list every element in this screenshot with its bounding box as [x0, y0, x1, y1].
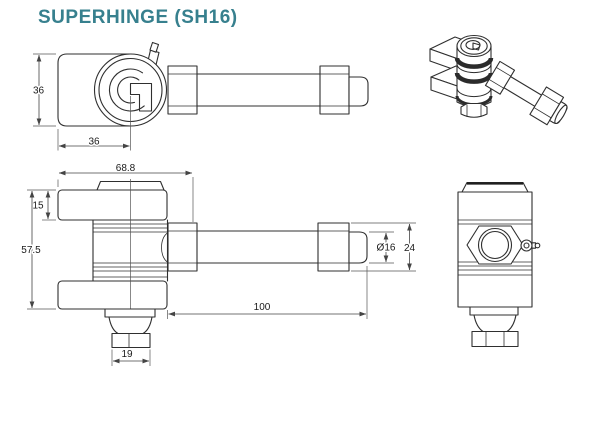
- dimension-label: 15: [32, 201, 44, 212]
- pivot-nut: [471, 330, 519, 348]
- top-view: 36 36: [31, 41, 369, 151]
- dim-leaf-thickness: 15: [27, 189, 56, 221]
- rod-shoulder: [484, 60, 516, 95]
- side-view: 68.8: [20, 162, 417, 366]
- dim-rod-length: 100: [167, 266, 368, 319]
- dimension-label: 100: [254, 302, 271, 313]
- isometric-view: [429, 34, 568, 126]
- dim-nut-height: 24: [351, 222, 417, 272]
- bottom-pivot-assembly: [104, 308, 156, 349]
- dim-overall-height: 57.5: [20, 190, 56, 310]
- rod-end-circle: [477, 227, 513, 263]
- dimension-label: Ø16: [377, 243, 396, 254]
- dimension-label: 68.8: [116, 163, 136, 174]
- dimension-label: 57.5: [21, 245, 41, 256]
- pivot-nut: [111, 332, 151, 349]
- pivot-dome: [108, 316, 153, 335]
- grease-nipple-icon: [520, 239, 541, 252]
- dim-pivot-offset: 36: [57, 96, 131, 151]
- g-logo: [108, 68, 153, 112]
- pivot-flange: [104, 308, 156, 318]
- hex-nut: [167, 222, 198, 272]
- bottom-leaf: [57, 280, 168, 310]
- rod-assembly: [484, 60, 568, 126]
- top-leaf: [57, 189, 168, 221]
- dimension-label: 36: [33, 86, 45, 97]
- dim-leaf-width: 36: [31, 53, 56, 127]
- rod-end-cap: [348, 76, 369, 107]
- hex-nut: [319, 65, 350, 115]
- page-title: SUPERHINGE (SH16): [38, 7, 238, 28]
- dim-body-length: 68.8: [57, 162, 194, 222]
- hex-nut: [167, 65, 198, 115]
- g-logo: [465, 40, 481, 51]
- hex-nut: [317, 222, 350, 272]
- dim-rod-diameter: Ø16: [369, 231, 397, 264]
- pivot-nut: [460, 102, 488, 118]
- dimension-label: 36: [88, 137, 100, 148]
- rod-end-cap: [348, 231, 368, 264]
- end-view: [457, 181, 541, 348]
- bottom-pivot-assembly: [469, 306, 519, 348]
- dimension-label: 24: [404, 243, 416, 254]
- barrel-top-face: [456, 34, 492, 58]
- dimension-label: 19: [121, 349, 133, 360]
- pivot-flange: [469, 306, 519, 316]
- pivot-dome: [473, 314, 517, 333]
- dim-bottom-nut-width: 19: [111, 348, 151, 366]
